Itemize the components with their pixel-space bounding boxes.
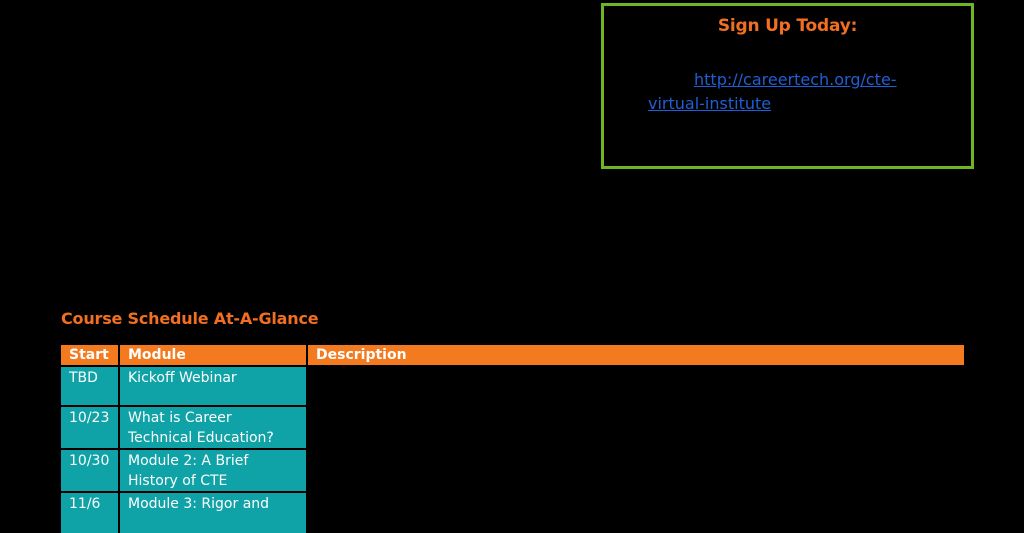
cell-description [306,491,964,533]
header-start: Start [61,345,119,366]
schedule-header-row: Start Module Description [61,345,964,366]
cell-start: TBD [61,365,119,406]
signup-link[interactable]: http://careertech.org/cte-virtual-instit… [648,70,897,113]
signup-box: Sign Up Today: http://careertech.org/cte… [601,3,974,169]
header-module: Module [118,345,307,366]
cell-start: 10/30 [61,448,119,492]
signup-title: Sign Up Today: [717,16,858,36]
cell-module: Module 2: A Brief History of CTE [118,448,307,492]
schedule-title: Course Schedule At-A-Glance [61,309,319,328]
table-row: TBD Kickoff Webinar [61,365,964,406]
cell-start: 10/23 [61,405,119,449]
schedule-table: Start Module Description TBD Kickoff Web… [61,345,964,533]
cell-start: 11/6 [61,491,119,533]
table-row: 10/23 What is Career Technical Education… [61,405,964,449]
header-description: Description [306,345,964,366]
cell-description [306,448,964,492]
table-row: 10/30 Module 2: A Brief History of CTE [61,448,964,492]
cell-description [306,365,964,406]
table-row: 11/6 Module 3: Rigor and [61,491,964,533]
cell-description [306,405,964,449]
cell-module: What is Career Technical Education? [118,405,307,449]
cell-module: Module 3: Rigor and [118,491,307,533]
cell-module: Kickoff Webinar [118,365,307,406]
